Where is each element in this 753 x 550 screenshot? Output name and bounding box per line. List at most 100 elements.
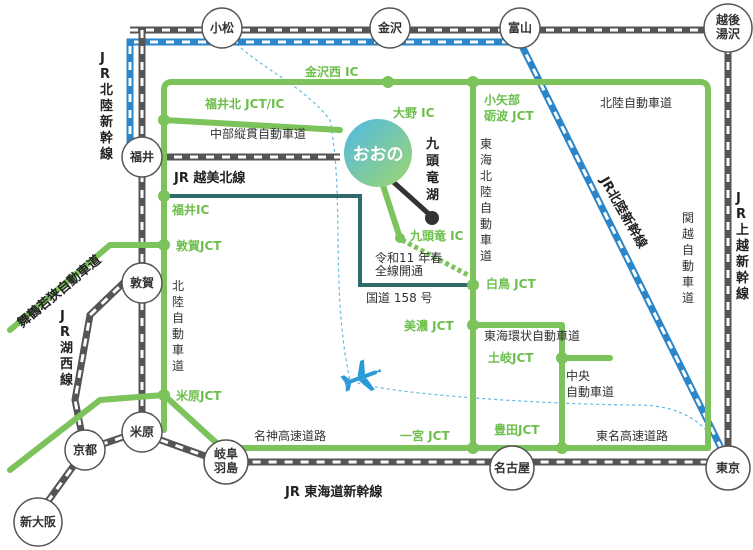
svg-text:羽島: 羽島 <box>214 460 238 475</box>
station-tsuruga: 敦賀 <box>121 262 163 304</box>
svg-text:道: 道 <box>480 249 492 263</box>
svg-text:自: 自 <box>172 311 184 325</box>
label-chuo-1: 中央 <box>566 368 590 383</box>
svg-text:陸: 陸 <box>480 185 492 199</box>
svg-text:京都: 京都 <box>73 442 97 457</box>
label-chuo-2: 自動車道 <box>566 385 614 399</box>
label-hokuriku-shinkansen-left: J R 北 陸 新 幹 線 <box>99 51 114 162</box>
label-meishin: 名神高速道路 <box>254 428 326 443</box>
svg-text:湯沢: 湯沢 <box>716 26 741 41</box>
svg-text:福井: 福井 <box>129 149 154 164</box>
svg-text:北: 北 <box>172 279 184 293</box>
label-chubu-jukan: 中部縦貫自動車道 <box>210 126 306 141</box>
label-ono-ic: 大野 IC <box>393 105 435 120</box>
label-tsuruga-jct: 敦賀JCT <box>176 238 222 253</box>
svg-text:越: 越 <box>682 227 694 241</box>
center-circle <box>344 119 412 187</box>
svg-text:J: J <box>59 309 65 324</box>
station-nagoya: 名古屋 <box>489 445 535 491</box>
svg-text:新大阪: 新大阪 <box>20 514 57 529</box>
svg-text:越: 越 <box>735 238 750 254</box>
svg-text:上: 上 <box>736 223 749 238</box>
label-oyabe-2: 砺波 JCT <box>484 108 534 123</box>
station-kanazawa: 金沢 <box>369 7 411 49</box>
svg-text:線: 線 <box>60 372 74 388</box>
svg-text:米原: 米原 <box>130 424 154 439</box>
label-tokai-kanjo: 東海環状自動車道 <box>484 328 580 343</box>
svg-text:自: 自 <box>682 243 694 257</box>
station-shin-osaka: 新大阪 <box>13 497 63 547</box>
svg-text:新: 新 <box>100 114 113 130</box>
svg-text:名古屋: 名古屋 <box>494 460 530 475</box>
station-komatsu: 小松 <box>201 7 243 49</box>
svg-text:動: 動 <box>172 327 184 341</box>
expressways <box>7 79 711 473</box>
svg-text:幹: 幹 <box>736 270 750 286</box>
svg-text:湖: 湖 <box>426 188 439 203</box>
label-kuzuryu-ic: 九頭竜 IC <box>409 228 464 243</box>
kuzuryu-future-section <box>400 237 470 278</box>
svg-text:陸: 陸 <box>172 295 184 309</box>
lake-marker <box>425 211 439 225</box>
interchange-nodes <box>158 76 568 454</box>
svg-text:頭: 頭 <box>426 154 440 169</box>
svg-text:富山: 富山 <box>508 20 532 35</box>
svg-text:道: 道 <box>172 359 184 373</box>
label-kuzuryu-lake-vertical: 九 頭 竜 湖 <box>425 137 440 203</box>
station-tokyo: 東京 <box>705 445 751 491</box>
svg-text:北: 北 <box>100 83 113 98</box>
svg-text:車: 車 <box>480 233 492 247</box>
label-tokai-hokuriku-vertical: 東 海 北 陸 自 動 車 道 <box>480 137 492 263</box>
station-maibara: 米原 <box>121 411 163 453</box>
airplane-icon <box>340 359 382 392</box>
label-etsumi-hoku: JR 越美北線 <box>173 170 246 186</box>
svg-text:車: 車 <box>682 275 694 289</box>
svg-text:道: 道 <box>682 291 694 305</box>
svg-text:東: 東 <box>480 137 492 151</box>
svg-text:海: 海 <box>480 152 492 167</box>
label-fukui-kita-jct: 福井北 JCT/IC <box>204 96 284 111</box>
center-label: おおの <box>353 145 404 165</box>
svg-text:敦賀: 敦賀 <box>130 275 154 290</box>
svg-text:線: 線 <box>736 286 750 302</box>
svg-text:新: 新 <box>736 254 749 270</box>
svg-text:西: 西 <box>60 357 73 372</box>
label-oyabe-1: 小矢部 <box>484 92 520 107</box>
note-line1: 令和11 年春 <box>375 250 442 265</box>
label-shirotori-jct: 白鳥 JCT <box>486 276 536 291</box>
label-kanetsu-vertical: 関 越 自 動 車 道 <box>682 211 694 305</box>
label-toki-jct: 土岐JCT <box>488 350 534 365</box>
station-kyoto: 京都 <box>64 429 106 471</box>
svg-text:R: R <box>60 325 70 340</box>
svg-text:幹: 幹 <box>100 130 114 146</box>
svg-text:金沢: 金沢 <box>377 20 403 35</box>
route-158-line <box>164 194 473 287</box>
label-kosei-line: J R 湖 西 線 <box>59 309 74 388</box>
svg-text:線: 線 <box>100 146 114 162</box>
svg-text:車: 車 <box>172 343 184 357</box>
svg-text:自: 自 <box>480 201 492 215</box>
svg-text:越後: 越後 <box>715 12 741 27</box>
label-tokaido-shinkansen: JR 東海道新幹線 <box>284 484 383 500</box>
svg-text:J: J <box>99 51 105 66</box>
label-ichinomiya-jct: 一宮 JCT <box>400 428 450 443</box>
svg-text:竜: 竜 <box>426 170 439 186</box>
station-fukui: 福井 <box>121 136 163 178</box>
svg-text:R: R <box>100 67 110 82</box>
svg-text:動: 動 <box>480 217 492 231</box>
svg-text:関: 関 <box>682 211 694 225</box>
svg-text:陸: 陸 <box>100 98 113 114</box>
svg-text:小松: 小松 <box>210 20 234 35</box>
svg-text:岐阜: 岐阜 <box>214 446 238 461</box>
svg-text:J: J <box>735 191 741 206</box>
svg-text:北: 北 <box>480 169 492 183</box>
note-line2: 全線開通 <box>375 263 423 278</box>
label-kanazawa-nishi-ic: 金沢西 IC <box>304 64 359 79</box>
label-mino-jct: 美濃 JCT <box>404 318 454 333</box>
station-gifu-hashima: 岐阜 羽島 <box>203 439 249 485</box>
label-hokuriku-south-vertical: 北 陸 自 動 車 道 <box>172 279 184 373</box>
svg-text:東京: 東京 <box>716 460 740 475</box>
label-hokuriku-expwy: 北陸自動車道 <box>600 96 672 110</box>
svg-text:湖: 湖 <box>60 341 73 356</box>
